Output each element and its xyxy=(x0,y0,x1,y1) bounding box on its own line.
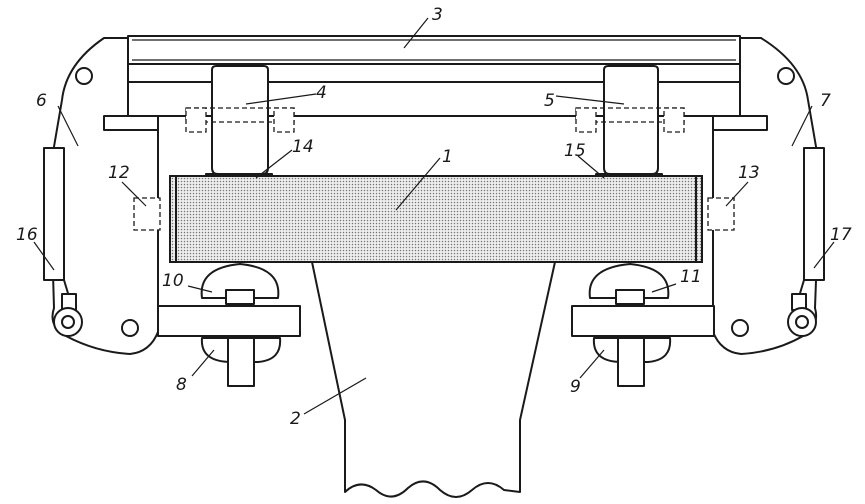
label-12: 12 xyxy=(108,163,130,183)
label-6: 6 xyxy=(36,91,47,111)
part-4-left-clamp xyxy=(185,65,295,175)
label-5: 5 xyxy=(544,91,555,111)
part-16-left-plate xyxy=(43,147,83,337)
label-1: 1 xyxy=(442,147,453,167)
leader-lines xyxy=(33,17,835,415)
part-labels: 3 4 5 6 7 14 1 15 12 13 16 17 10 11 8 9 … xyxy=(16,5,852,429)
label-4: 4 xyxy=(316,83,327,103)
part-9-right-lower-roller xyxy=(592,337,672,387)
label-8: 8 xyxy=(176,375,187,395)
left-base-plate xyxy=(157,305,301,337)
part-5-right-clamp xyxy=(575,65,685,175)
part-13-sensor xyxy=(707,197,735,231)
label-10: 10 xyxy=(162,271,184,291)
label-15: 15 xyxy=(564,141,586,161)
part-10-left-upper-roller xyxy=(200,263,280,305)
label-17: 17 xyxy=(830,225,852,245)
label-11: 11 xyxy=(680,267,702,287)
label-16: 16 xyxy=(16,225,38,245)
label-3: 3 xyxy=(432,5,443,25)
label-7: 7 xyxy=(820,91,831,111)
part-17-right-plate xyxy=(787,147,825,337)
right-base-plate xyxy=(571,305,715,337)
part-12-sensor xyxy=(133,197,161,231)
part-11-right-upper-roller xyxy=(588,263,670,305)
label-13: 13 xyxy=(738,163,760,183)
part-1-block xyxy=(169,175,703,263)
part-2-column xyxy=(311,261,556,498)
label-2: 2 xyxy=(290,409,301,429)
label-14: 14 xyxy=(292,137,314,157)
label-9: 9 xyxy=(570,377,581,397)
part-8-left-lower-roller xyxy=(200,337,282,387)
part-6-left-arm xyxy=(49,37,159,355)
